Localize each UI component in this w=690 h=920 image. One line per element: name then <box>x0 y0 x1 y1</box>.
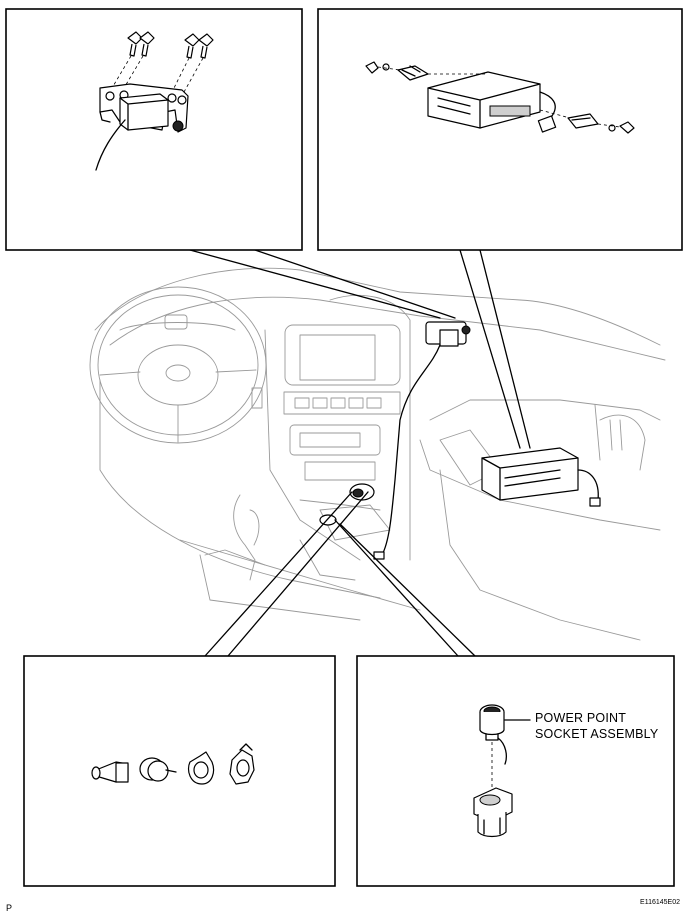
leader-lines <box>189 249 531 657</box>
power-point-socket-icon <box>479 704 531 765</box>
socket-icon <box>229 743 255 785</box>
module-guide-dashes <box>377 66 621 128</box>
power-point-socket-label-line2: SOCKET ASSEMBLY <box>535 727 659 741</box>
socket-holder-icon <box>473 787 513 838</box>
detail-box-power-socket <box>356 655 675 887</box>
page-marker: P <box>6 903 13 913</box>
screw-guide-dashes <box>111 55 204 93</box>
detail-box-module <box>317 8 683 251</box>
power-point-socket-label-line1: POWER POINT <box>535 711 627 725</box>
figure-code: E116145E02 <box>640 899 680 906</box>
detail-box-antenna-amplifier <box>5 8 303 251</box>
detail-box-lighter <box>23 655 336 887</box>
steering-wheel-icon <box>89 286 267 444</box>
installed-module-box <box>481 447 601 507</box>
bolt-icon <box>127 31 214 59</box>
dashboard-icon <box>94 267 666 641</box>
lighter-ring-part <box>187 751 215 785</box>
antenna-amplifier-icon <box>95 93 169 171</box>
module-box-icon <box>427 71 557 133</box>
installed-antenna-amplifier <box>373 321 471 560</box>
module-bolt-icons <box>365 61 635 134</box>
cigarette-lighter-icon <box>91 761 129 783</box>
lighter-plug-part <box>139 757 177 782</box>
